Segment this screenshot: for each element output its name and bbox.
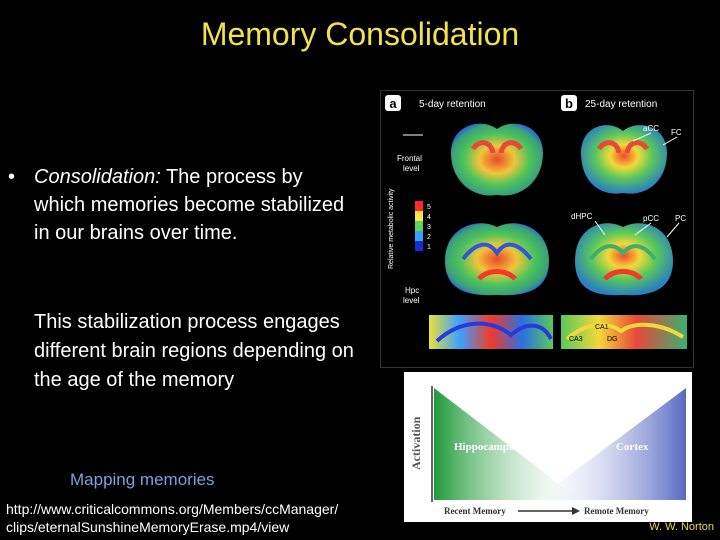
bullet-marker: • [8,166,16,188]
definition-term: Consolidation: [34,166,161,188]
panel-a-title: 5-day retention [419,99,486,110]
activation-graph-svg: Activation Hippocampus Cortex Recent Mem… [409,386,686,516]
pc-pointer [666,222,680,238]
acc-pointer [632,132,652,142]
hpc-label: Hpc [405,286,419,295]
brain-section-a-frontal-detail [470,140,524,154]
brain-section-b-hippocampus [589,244,657,261]
cortex-activation-area [536,388,686,500]
hippocampus-strip-b [561,315,687,349]
mapping-memories-link[interactable]: Mapping memories [70,470,215,489]
brain-section-a-hpc [445,223,549,296]
acc-label: aCC [643,124,659,133]
scale-swatch-2 [415,231,423,241]
dg-label: DG [607,336,618,343]
hpc-level-label: level [403,296,420,305]
definition-body: The process by which memories become sta… [34,166,345,244]
definition-bullet: • Consolidation: The process by which me… [8,163,348,247]
panel-b-badge [561,95,577,111]
frontal-level-label: level [403,164,420,173]
hippocampus-strip-a-detail [435,321,553,343]
activity-color-scale: 5 4 3 2 1 [415,201,431,251]
brain-imaging-figure: a 5-day retention b 25-day retention Fro… [380,90,694,368]
scale-label-1: 1 [427,244,431,251]
activation-graph: Activation Hippocampus Cortex Recent Mem… [404,372,692,522]
hippocampus-activation-area [434,388,580,500]
publisher-credit: W. W. Norton [649,521,714,533]
fc-label: FC [671,128,682,137]
dhpc-pointer [594,220,606,236]
pcc-label: pCC [643,214,659,223]
pc-label: PC [675,214,686,223]
panel-b-title: 25-day retention [585,99,657,110]
metabolic-axis-label: Relative metabolic activity [388,188,395,269]
scale-label-2: 2 [427,234,431,241]
panel-a-badge [385,95,401,111]
scale-label-4: 4 [427,214,431,221]
fc-pointer [662,136,678,146]
hippocampus-label: Hippocampus [454,441,520,453]
brain-section-a-hippocampus [461,242,533,261]
cortex-label: Cortex [616,441,649,453]
time-arrow-head [572,507,580,515]
dhpc-label: dHPC [571,212,593,221]
definition-text: Consolidation: The process by which memo… [34,163,348,247]
panel-b-letter: b [565,96,573,111]
panel-a-letter: a [389,96,397,111]
brain-section-a-frontal [451,123,543,196]
activation-axis-label: Activation [409,416,423,470]
brain-section-b-frontal-detail [596,140,650,154]
brain-section-b-thalamus [603,269,643,281]
brain-section-b-frontal [581,125,667,194]
source-url[interactable]: http://www.criticalcommons.org/Members/c… [6,501,339,535]
scale-label-5: 5 [427,204,431,211]
scale-label-3: 3 [427,224,431,231]
pcc-pointer [634,222,652,236]
recent-memory-label: Recent Memory [444,506,506,516]
stabilization-paragraph: This stabilization process engages diffe… [34,311,354,391]
ca1-label: CA1 [595,324,609,331]
scale-swatch-4 [415,211,423,221]
brain-section-b-hpc [575,223,673,296]
ca3-label: CA3 [569,336,583,343]
scale-swatch-5 [415,201,423,211]
brain-section-a-thalamus [477,269,517,281]
remote-memory-label: Remote Memory [584,506,649,516]
brain-imaging-svg: a 5-day retention b 25-day retention Fro… [385,95,687,349]
hippocampus-strip-b-detail [565,322,685,341]
frontal-label: Frontal [397,154,422,163]
scale-swatch-1 [415,241,423,251]
slide-title: Memory Consolidation [200,16,520,52]
scale-swatch-3 [415,221,423,231]
